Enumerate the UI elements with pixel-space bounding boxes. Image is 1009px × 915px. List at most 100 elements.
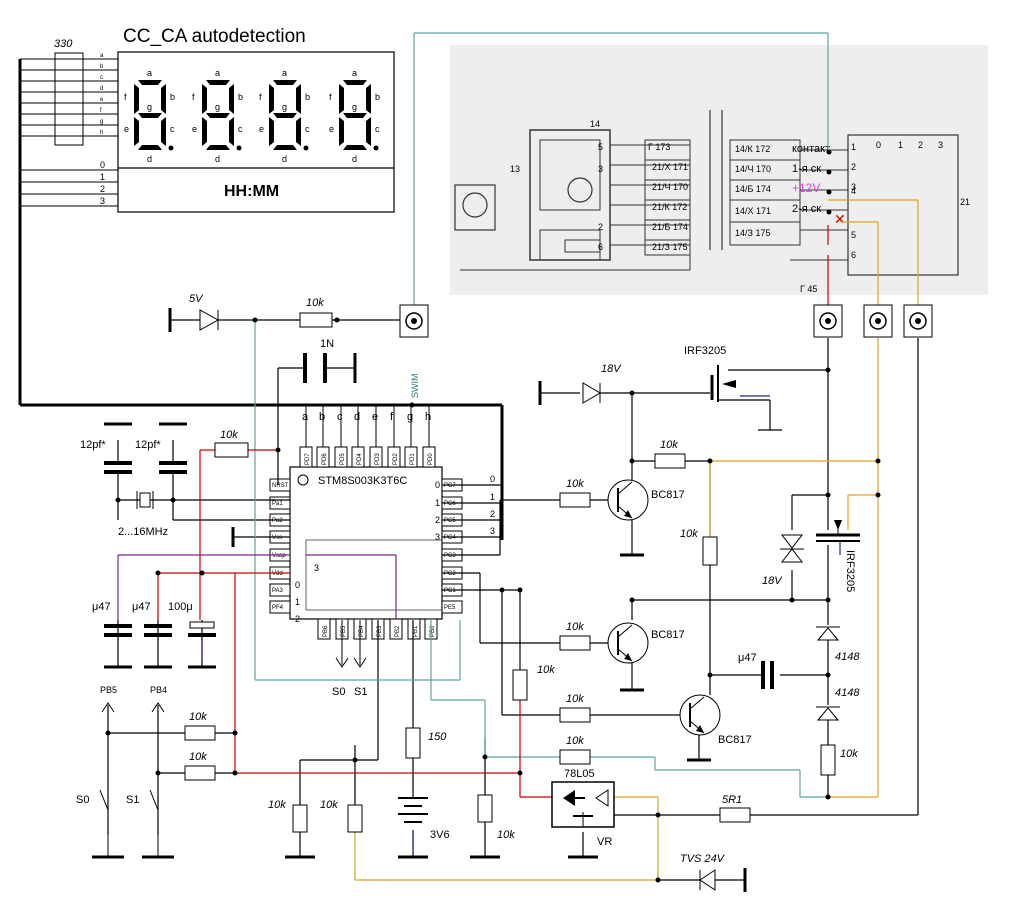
bc817-3-label: BC817: [718, 734, 752, 746]
switch-s0-label: S0: [76, 794, 89, 806]
jack-connector-1: [399, 304, 429, 338]
digit-line-label: 2: [100, 184, 105, 194]
transistor-bc817-3[interactable]: 10k BC817: [559, 693, 752, 762]
segment-letter: a: [282, 68, 287, 78]
mcu-top-pin-letter: e: [372, 411, 378, 423]
diode-4148-2-label: 4148: [835, 687, 860, 699]
segment-line-label: d: [100, 86, 103, 92]
mcu-right-pin-name: PE5: [444, 605, 456, 611]
diode-18v-label: 18V: [601, 363, 622, 375]
mcu-left-pin-name: NRST: [272, 483, 289, 489]
mcu-bottom-pin-name: PB4: [359, 625, 365, 637]
capacitor-12pf-2-label: 12pf*: [135, 439, 161, 451]
resistor-10k-gate: 10k: [654, 439, 686, 469]
scanned-wiring-diagram: 14 13 Г 173 21/Х 171 21/Ч 170 21/К 172 2…: [450, 45, 988, 295]
diode-4148-1-label: 4148: [835, 651, 860, 663]
transistor-bc817-2[interactable]: 10k BC817: [559, 621, 685, 692]
mcu-right-num: 2: [435, 515, 440, 525]
scan-label-21: 21: [960, 197, 970, 207]
diode-5v: 5V: [168, 293, 220, 332]
scan-col-1: 1: [898, 140, 903, 150]
segment-f: [134, 84, 139, 114]
mcu-top-pin: [351, 446, 365, 468]
mcu-top-pin-letter: g: [407, 411, 413, 423]
resistor-10k-bottom-2: 10k: [320, 799, 363, 833]
mcu-left-pin: [269, 583, 291, 597]
segment-letter: a: [215, 68, 220, 78]
mcu-right-pin-name: PC5: [444, 518, 456, 524]
scan-cross-mark: ✕: [834, 212, 846, 228]
mcu-right-num: 0: [435, 480, 440, 490]
diode-18v: 18V: [538, 363, 622, 405]
scan-label-14z175: 14/З 175: [735, 228, 770, 238]
segment-letter: d: [352, 154, 357, 164]
scan-row-6: 6: [851, 250, 856, 260]
capacitor-100u: 100μ: [168, 601, 216, 669]
jack-connector-4: [903, 304, 933, 338]
segment-c: [296, 117, 301, 146]
title: CC_CA autodetection: [123, 26, 306, 47]
resistor-10k-right-label: 10k: [840, 748, 858, 760]
switch-s0[interactable]: S0: [76, 789, 124, 859]
mcu-top-pin-name: PD3: [375, 453, 381, 465]
scan-label-21b174: 21/Б 174: [652, 222, 688, 232]
battery-3v6-label: 3V6: [430, 829, 450, 841]
bc817-2-label: BC817: [651, 629, 685, 641]
capacitor-12pf-1-label: 12pf*: [80, 439, 106, 451]
scan-label-12v: +12V: [792, 181, 820, 195]
swim-node: [409, 402, 415, 408]
mcu-top-pin: [316, 446, 330, 468]
segment-line-label: h: [100, 130, 103, 136]
transistor-bc817-1[interactable]: 10k BC817: [559, 478, 685, 557]
mcu-right-ext-num: 0: [490, 474, 495, 484]
resistor-10k-top: 10k: [299, 297, 333, 328]
segment-letter: e: [329, 124, 334, 134]
regulator-78l05: 78L05 VR: [551, 768, 615, 859]
jack-connector-3: [863, 304, 893, 338]
segment-letter: d: [215, 154, 220, 164]
segment-letter: d: [282, 154, 287, 164]
mcu-right-pin-name: PC4: [444, 535, 456, 541]
scan-col-3: 3: [938, 140, 943, 150]
mcu-right-pin-name: PC6: [444, 501, 456, 507]
mcu-top-pin-letter: h: [425, 411, 431, 423]
segment-letter: g: [282, 102, 287, 112]
segment-letter: d: [147, 154, 152, 164]
mcu-left-pin-name: PA3: [272, 588, 284, 594]
segment-letter: g: [147, 102, 152, 112]
switch-s1[interactable]: S1: [126, 789, 174, 859]
mcu-top-pin-letter: f: [390, 411, 394, 423]
resistor-10k-vertical-2: 10k: [680, 528, 718, 566]
resistor-10k-gate-label: 10k: [660, 439, 678, 451]
segment-b: [229, 84, 234, 114]
segment-d: [138, 145, 162, 150]
capacitor-u47-2: μ47: [132, 601, 172, 669]
regulator-label: 78L05: [564, 768, 595, 780]
scan-row-3: 3: [851, 182, 856, 192]
scan-label-14k172: 14/К 172: [735, 144, 770, 154]
resistor-10k-pb5-label: 10k: [189, 711, 207, 723]
resistor-10k-teal: 10k: [559, 735, 591, 765]
resistor-10k-vertical-2-label: 10k: [680, 528, 698, 540]
mcu-top-pin-letter: d: [354, 411, 360, 423]
scan-label-kontakt: контакт: [792, 143, 830, 155]
zener-18v: 18V: [762, 534, 804, 587]
mcu: STM8S003K3T6C SWIM 3 PD7aPD6bPD5cPD4dPD3…: [269, 374, 495, 698]
segment-h: [236, 145, 242, 151]
mcu-right-pin-name: PC1: [444, 588, 456, 594]
mcu-right-ext-num: 3: [490, 526, 495, 536]
mcu-left-pin-name: PF4: [272, 605, 284, 611]
mcu-right-num: 3: [435, 532, 440, 542]
s0-label: S0: [332, 686, 345, 698]
resistor-150: 150: [405, 727, 447, 759]
segment-b: [161, 84, 166, 114]
segment-line-label: b: [100, 64, 104, 70]
scan-label-2sk: 2-я ск: [792, 203, 821, 215]
capacitor-u47-1: μ47: [92, 601, 132, 669]
mcu-right-pin-name: PC2: [444, 571, 456, 577]
scan-col-2: 2: [918, 140, 923, 150]
scan-pin-5: 5: [598, 142, 603, 152]
